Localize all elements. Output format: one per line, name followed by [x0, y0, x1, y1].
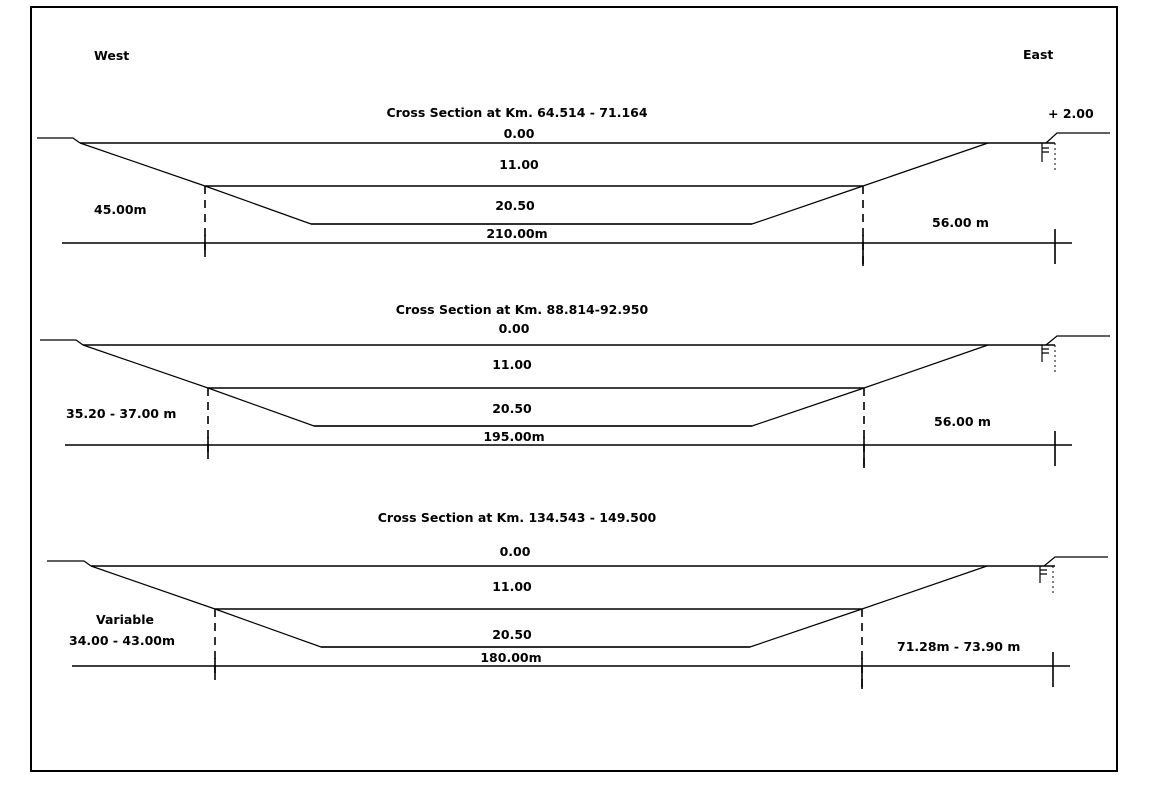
section-2: Cross Section at Km. 88.814-92.950 0.00 … [40, 302, 1110, 468]
depth-bottom-label: 20.50 [492, 401, 532, 416]
left-width-label: 35.20 - 37.00 m [66, 406, 176, 421]
depth-top-label: 0.00 [499, 321, 530, 336]
east-height-label: + 2.00 [1048, 106, 1094, 121]
west-bank-line [47, 560, 92, 567]
east-marker-tick [1042, 147, 1049, 153]
section-3: Cross Section at Km. 134.543 - 149.500 0… [47, 510, 1108, 689]
width-label: 195.00m [483, 429, 544, 444]
width-label: 180.00m [480, 650, 541, 665]
east-marker [1039, 566, 1047, 583]
left-width-label: 45.00m [94, 202, 147, 217]
right-width-label: 56.00 m [932, 215, 989, 230]
depth-top-label: 0.00 [500, 544, 531, 559]
west-bank-line [37, 137, 81, 144]
depth-mid-label: 11.00 [492, 579, 532, 594]
depth-mid-label: 11.00 [499, 157, 539, 172]
depth-mid-label: 11.00 [492, 357, 532, 372]
east-bank-line [1045, 335, 1110, 346]
west-label: West [94, 48, 129, 63]
left-width-variable-label: Variable [96, 612, 154, 627]
section-1: Cross Section at Km. 64.514 - 71.164 0.0… [37, 105, 1110, 266]
right-width-label: 56.00 m [934, 414, 991, 429]
section-title: Cross Section at Km. 134.543 - 149.500 [378, 510, 657, 525]
right-width-label: 71.28m - 73.90 m [897, 639, 1020, 654]
left-width-label: 34.00 - 43.00m [69, 633, 175, 648]
diagram-border [30, 6, 1118, 772]
width-label: 210.00m [486, 226, 547, 241]
channel-profile [90, 565, 988, 648]
west-bank-line [40, 339, 84, 346]
depth-bottom-label: 20.50 [492, 627, 532, 642]
channel-profile [82, 344, 989, 427]
east-bank-line [1043, 556, 1108, 567]
east-bank-line [1045, 132, 1110, 144]
section-title: Cross Section at Km. 64.514 - 71.164 [386, 105, 647, 120]
depth-bottom-label: 20.50 [495, 198, 535, 213]
depth-top-label: 0.00 [504, 126, 535, 141]
east-label: East [1023, 47, 1053, 62]
east-marker [1041, 345, 1049, 362]
section-title: Cross Section at Km. 88.814-92.950 [396, 302, 649, 317]
